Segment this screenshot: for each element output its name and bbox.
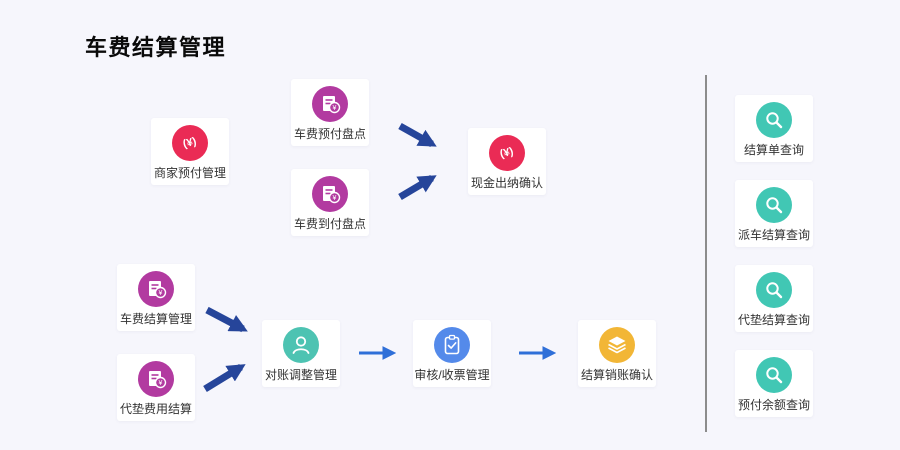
billing-list-icon: ¥: [138, 360, 174, 397]
node-label: 预付余额查询: [737, 397, 810, 412]
node-audit-invoice[interactable]: 审核/收票管理: [413, 320, 491, 387]
node-writeoff-confirm[interactable]: 结算销账确认: [578, 320, 656, 387]
node-cash-confirm[interactable]: (¥) 现金出纳确认: [468, 128, 546, 195]
node-fare-prepay-check[interactable]: ¥ 车费预付盘点: [291, 79, 369, 146]
query-settlement-bill[interactable]: 结算单查询: [735, 95, 813, 162]
svg-text:¥: ¥: [159, 380, 163, 387]
arrow-advance-to-adjust: [203, 364, 246, 392]
node-label: 代垫费用结算: [119, 401, 192, 416]
node-label: 结算单查询: [743, 142, 804, 157]
svg-text:¥: ¥: [333, 105, 337, 112]
query-prepay-balance[interactable]: 预付余额查询: [735, 350, 813, 417]
yen-circle-icon: (¥): [172, 124, 208, 161]
search-icon: [756, 356, 792, 393]
search-icon: [756, 101, 792, 138]
node-label: 现金出纳确认: [470, 175, 543, 190]
node-label: 车费到付盘点: [293, 216, 366, 231]
query-dispatch-settle[interactable]: 派车结算查询: [735, 180, 813, 247]
node-label: 商家预付管理: [153, 165, 226, 180]
person-icon: [283, 326, 319, 363]
svg-text:¥: ¥: [333, 195, 337, 202]
search-icon: [756, 271, 792, 308]
node-advance-settle[interactable]: ¥ 代垫费用结算: [117, 354, 195, 421]
node-adjust-manage[interactable]: 对账调整管理: [262, 320, 340, 387]
node-fare-settle-manage[interactable]: ¥ 车费结算管理: [117, 264, 195, 331]
node-label: 审核/收票管理: [414, 367, 490, 382]
node-label: 车费结算管理: [119, 311, 192, 326]
node-fare-collect-check[interactable]: ¥ 车费到付盘点: [291, 169, 369, 236]
page-title: 车费结算管理: [85, 35, 227, 60]
search-icon: [756, 186, 792, 223]
billing-list-icon: ¥: [312, 175, 348, 212]
node-label: 代垫结算查询: [737, 312, 810, 327]
node-label: 结算销账确认: [580, 367, 653, 382]
arrow-fare-settle-to-adjust: [205, 306, 248, 333]
query-advance-settle[interactable]: 代垫结算查询: [735, 265, 813, 332]
node-label: 对账调整管理: [264, 367, 337, 382]
yen-circle-icon: (¥): [489, 134, 525, 171]
arrow-collect-check-to-cash: [398, 174, 437, 201]
node-merchant-prepay[interactable]: (¥) 商家预付管理: [151, 118, 229, 185]
svg-text:¥: ¥: [159, 290, 163, 297]
node-label: 车费预付盘点: [293, 126, 366, 141]
node-label: 派车结算查询: [737, 227, 810, 242]
layers-icon: [599, 326, 635, 363]
billing-list-icon: ¥: [138, 270, 174, 307]
billing-list-icon: ¥: [312, 85, 348, 122]
vertical-divider: [705, 75, 707, 432]
clipboard-check-icon: [434, 326, 470, 363]
arrow-prepay-check-to-cash: [398, 122, 437, 148]
